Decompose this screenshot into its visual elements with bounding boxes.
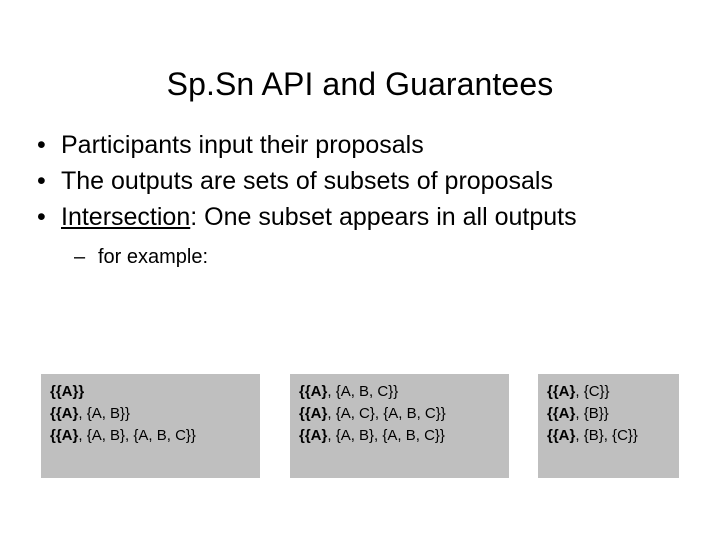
bullet-text: The outputs are sets of subsets of propo… — [61, 167, 553, 195]
page-title: Sp.Sn API and Guarantees — [166, 66, 554, 103]
example-line: {{A}, {A, B}} — [50, 403, 251, 425]
example-line-rest: , {A, B}} — [78, 404, 131, 422]
example-line: {{A}} — [50, 381, 251, 403]
example-box-1: {{A}} {{A}, {A, B}} {{A}, {A, B}, {A, B,… — [41, 374, 260, 478]
bullet-marker: • — [37, 203, 46, 231]
sub-bullet-list: –for example: — [26, 244, 698, 270]
example-line: {{A}, {B}} — [547, 403, 670, 425]
example-line-bold: {{A}} — [50, 383, 85, 400]
example-line-rest: , {A, B}, {A, B, C}} — [78, 426, 196, 444]
example-line-rest: , {B}, {C}} — [575, 426, 638, 444]
list-item: • Participants input their proposals — [26, 128, 698, 162]
sub-bullet-marker: – — [74, 246, 86, 268]
example-line-rest: , {A, B, C}} — [327, 383, 399, 400]
bullet-marker: • — [37, 131, 46, 159]
slide-body: • Participants input their proposals • The… — [26, 128, 698, 270]
bullet-marker: • — [37, 167, 46, 195]
list-item: –for example: — [26, 244, 698, 270]
example-line-bold: {{A} — [50, 404, 79, 422]
example-line-bold: {{A} — [299, 404, 328, 422]
sub-bullet-text: for example: — [98, 246, 209, 268]
bullet-text: : One subset appears in all outputs — [190, 203, 577, 231]
example-line-bold: {{A} — [299, 383, 328, 400]
bullet-text: Participants input their proposals — [61, 131, 424, 159]
bullet-list: • Participants input their proposals • The… — [26, 128, 698, 234]
bullet-text-underlined: Intersection — [61, 203, 191, 231]
example-line: {{A}, {A, B}, {A, B, C}} — [50, 425, 251, 447]
example-line-bold: {{A} — [299, 426, 328, 444]
example-box-2: {{A}, {A, B, C}} {{A}, {A, C}, {A, B, C}… — [290, 374, 509, 478]
example-line-rest: , {C}} — [575, 383, 610, 400]
example-line: {{A}, {C}} — [547, 381, 670, 403]
example-box-3: {{A}, {C}} {{A}, {B}} {{A}, {B}, {C}} — [538, 374, 679, 478]
example-line-bold: {{A} — [547, 404, 576, 422]
example-line-rest: , {A, B}, {A, B, C}} — [327, 426, 445, 444]
example-line: {{A}, {A, C}, {A, B, C}} — [299, 403, 500, 425]
example-line: {{A}, {A, B, C}} — [299, 381, 500, 403]
example-line-bold: {{A} — [547, 426, 576, 444]
example-line-bold: {{A} — [547, 383, 576, 400]
example-boxes: {{A}} {{A}, {A, B}} {{A}, {A, B}, {A, B,… — [0, 374, 720, 480]
example-line-rest: , {B}} — [575, 404, 609, 422]
example-line: {{A}, {A, B}, {A, B, C}} — [299, 425, 500, 447]
example-line-bold: {{A} — [50, 426, 79, 444]
example-line: {{A}, {B}, {C}} — [547, 425, 670, 447]
list-item: • The outputs are sets of subsets of prop… — [26, 164, 698, 198]
example-line-rest: , {A, C}, {A, B, C}} — [327, 404, 446, 422]
list-item: • Intersection: One subset appears in all… — [26, 200, 698, 234]
